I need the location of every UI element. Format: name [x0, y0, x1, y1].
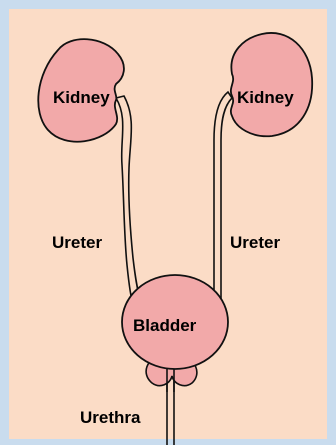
urethra-label: Urethra — [80, 408, 141, 427]
ureter-left-label: Ureter — [52, 233, 102, 252]
right-kidney — [231, 33, 312, 136]
kidney-left-label: Kidney — [53, 88, 110, 107]
bladder-label: Bladder — [133, 316, 197, 335]
kidney-right-label: Kidney — [237, 88, 294, 107]
ureter-right-label: Ureter — [230, 233, 280, 252]
